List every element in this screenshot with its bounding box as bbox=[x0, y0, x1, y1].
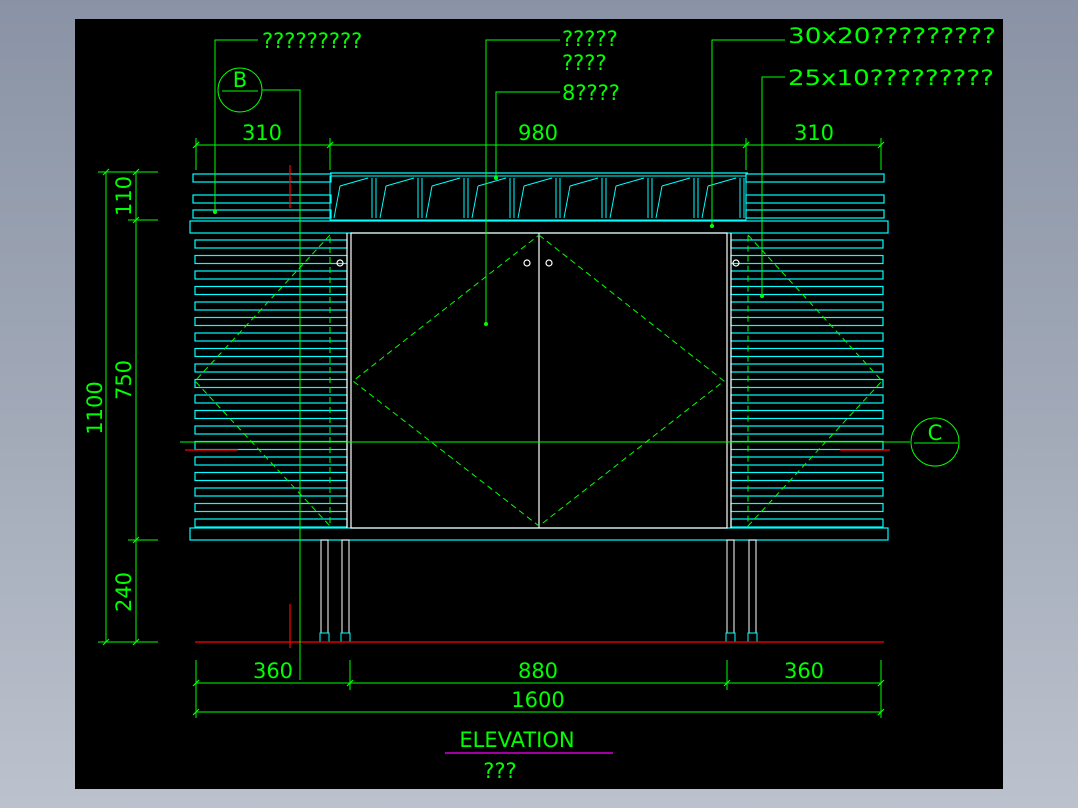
left-slats-upper bbox=[192, 173, 332, 219]
leader-top-right-1 bbox=[711, 39, 785, 226]
drawing-subtitle: ??? bbox=[483, 759, 516, 783]
section-mark-b bbox=[217, 67, 263, 113]
slat bbox=[192, 194, 332, 204]
side-knob-right bbox=[732, 259, 740, 267]
right-diamond bbox=[747, 233, 883, 528]
hidden-lines bbox=[194, 233, 883, 528]
dim-vertical-top: 110 bbox=[112, 176, 136, 216]
doors bbox=[336, 232, 740, 529]
tray-slope bbox=[425, 185, 433, 219]
tray-dividers bbox=[329, 175, 747, 221]
dim-bottom-right: 360 bbox=[784, 659, 824, 683]
dim-bottom-mid: 880 bbox=[518, 659, 558, 683]
tray-slope bbox=[569, 177, 599, 187]
callout-top-mid-3: 8???? bbox=[562, 81, 620, 105]
tray-slope bbox=[609, 185, 617, 219]
section-mark-c bbox=[910, 417, 960, 467]
door-diamond bbox=[352, 234, 725, 527]
door-knob-right bbox=[545, 259, 553, 267]
tray-slope bbox=[477, 177, 507, 187]
tray-slope bbox=[517, 185, 525, 219]
tray-slope bbox=[385, 177, 415, 187]
dim-vertical-mid: 750 bbox=[112, 360, 136, 400]
side-knob-left bbox=[336, 259, 344, 267]
dim-top-left: 310 bbox=[242, 121, 282, 145]
tray-slope bbox=[379, 185, 387, 219]
tray-slope bbox=[661, 177, 691, 187]
tray-slope bbox=[333, 185, 341, 219]
dim-overall-width: 1600 bbox=[511, 688, 564, 712]
left-diamond bbox=[194, 233, 331, 528]
leader-top-mid-1 bbox=[485, 39, 560, 324]
dim-top-right: 310 bbox=[794, 121, 834, 145]
dim-top-mid: 980 bbox=[518, 121, 558, 145]
dim-overall-height: 1100 bbox=[83, 381, 107, 434]
leader-b bbox=[262, 89, 301, 680]
leader-top-left bbox=[214, 39, 258, 212]
callout-top-mid-2: ???? bbox=[562, 51, 607, 75]
callout-top-right-2: 25x10????????? bbox=[788, 66, 994, 90]
callout-top-mid-1: ????? bbox=[562, 27, 618, 51]
leader-top-mid-3 bbox=[495, 91, 560, 178]
callout-top-right-1: 30x20????????? bbox=[788, 24, 996, 48]
dim-bottom-left: 360 bbox=[253, 659, 293, 683]
section-mark-c-label: C bbox=[928, 421, 943, 445]
leader-top-right-2 bbox=[761, 76, 785, 296]
callout-top-left: ????????? bbox=[262, 29, 362, 53]
section-lines bbox=[185, 165, 890, 648]
section-mark-b-label: B bbox=[233, 68, 247, 92]
slat bbox=[192, 209, 332, 219]
tray-slope bbox=[431, 177, 461, 187]
dimension-lines bbox=[98, 39, 960, 718]
tray-slope bbox=[523, 177, 553, 187]
dim-vertical-bottom: 240 bbox=[112, 572, 136, 612]
tray-slope bbox=[615, 177, 645, 187]
slat bbox=[192, 173, 332, 183]
tray-slope bbox=[701, 185, 709, 219]
tray-slope bbox=[339, 177, 369, 187]
dimension-ticks bbox=[102, 141, 885, 716]
tray-slope bbox=[707, 177, 737, 187]
drawing-title: ELEVATION bbox=[459, 728, 574, 752]
door-knob-left bbox=[523, 259, 531, 267]
tray-box bbox=[329, 175, 747, 221]
leader-dots bbox=[213, 176, 764, 326]
tray-slope bbox=[655, 185, 663, 219]
tray-slope bbox=[563, 185, 571, 219]
tray-slope bbox=[471, 185, 479, 219]
